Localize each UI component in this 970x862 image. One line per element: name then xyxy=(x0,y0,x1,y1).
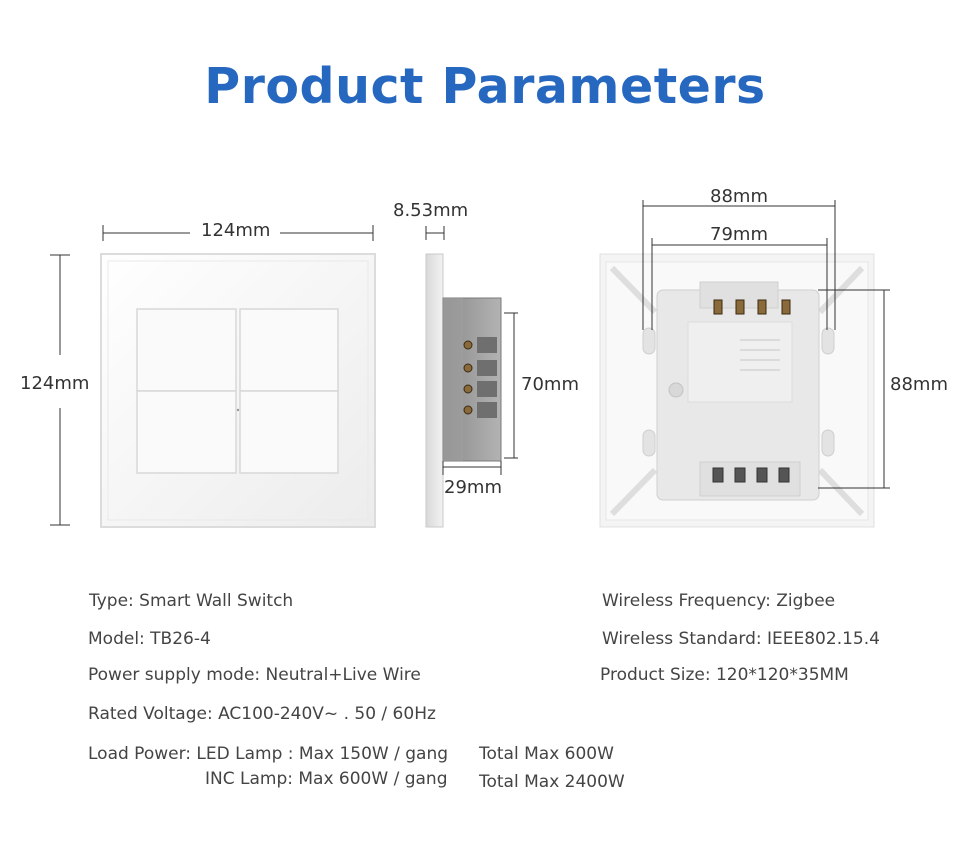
side-view xyxy=(425,226,518,528)
spec-rated-voltage: Rated Voltage: AC100-240V~ . 50 / 60Hz xyxy=(88,704,436,724)
spec-load-power-inc: INC Lamp: Max 600W / gang xyxy=(205,769,448,789)
spec-wireless-standard: Wireless Standard: IEEE802.15.4 xyxy=(602,629,880,649)
spec-load-power-led: Load Power: LED Lamp : Max 150W / gang xyxy=(88,744,449,764)
front-width-label: 124mm xyxy=(201,220,271,241)
page-title: Product Parameters xyxy=(204,58,766,115)
spec-total-inc: Total Max 2400W xyxy=(479,772,625,792)
spec-model: Model: TB26-4 xyxy=(88,629,211,649)
spec-wireless-frequency: Wireless Frequency: Zigbee xyxy=(602,591,836,611)
back-view xyxy=(599,200,890,528)
side-height-label: 70mm xyxy=(521,374,579,395)
spec-power-supply: Power supply mode: Neutral+Live Wire xyxy=(88,665,421,685)
spec-type: Type: Smart Wall Switch xyxy=(89,591,294,611)
side-thickness-label: 8.53mm xyxy=(393,200,469,221)
spec-total-led: Total Max 600W xyxy=(479,744,614,764)
front-height-label: 124mm xyxy=(20,373,90,394)
back-height-label: 88mm xyxy=(890,374,948,395)
front-view xyxy=(50,225,376,528)
side-depth-label: 29mm xyxy=(444,477,502,498)
back-outer-width-label: 88mm xyxy=(710,186,768,207)
back-inner-width-label: 79mm xyxy=(710,224,768,245)
spec-product-size: Product Size: 120*120*35MM xyxy=(600,665,849,685)
